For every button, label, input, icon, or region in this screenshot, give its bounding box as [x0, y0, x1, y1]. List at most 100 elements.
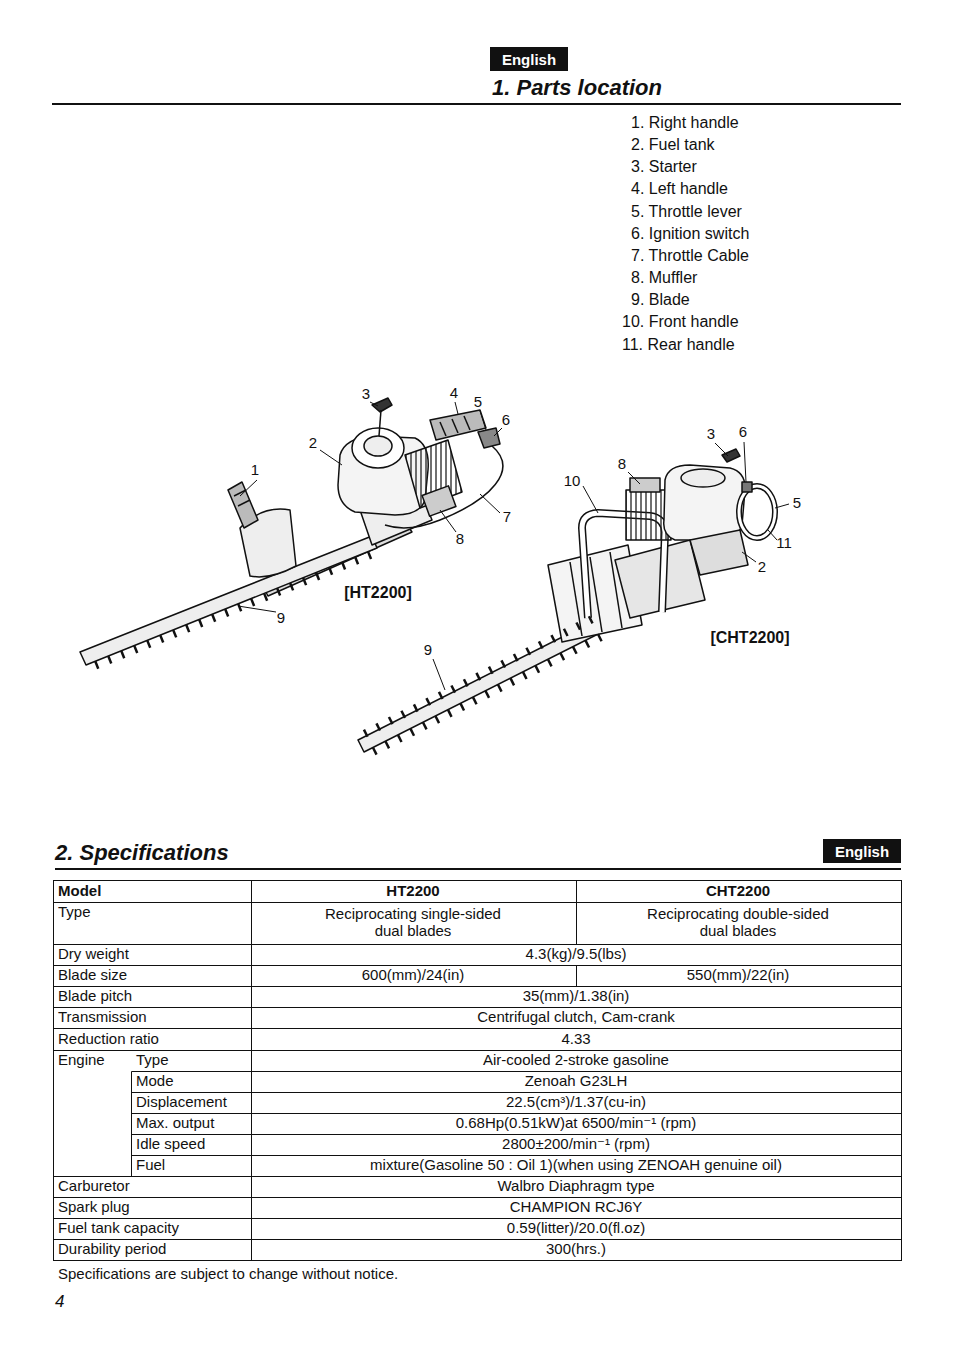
blade-tooth	[548, 659, 552, 666]
callout-number: 3	[362, 385, 370, 402]
blade-tooth	[498, 684, 502, 691]
blade-tooth	[401, 711, 405, 718]
blade-tooth	[560, 653, 564, 660]
blade-tooth	[598, 634, 602, 641]
table-cell: Fuel tank capacity	[58, 1219, 179, 1236]
table-cell: Fuel	[136, 1156, 165, 1173]
table-cell: 0.59(litter)/20.0(fl.oz)	[507, 1219, 645, 1236]
blade-tooth	[539, 641, 543, 648]
blade-tooth	[423, 722, 427, 729]
rule	[52, 103, 901, 105]
blade-tooth	[535, 666, 539, 673]
blade-tooth	[134, 646, 137, 653]
part-list-item: 1. Right handle	[631, 114, 739, 132]
blade-tooth	[303, 578, 306, 585]
blade-tooth	[376, 723, 380, 730]
callout-number: 2	[309, 434, 317, 451]
blade-tooth	[121, 651, 124, 658]
table-cell: Reciprocating single-sided dual blades	[318, 905, 508, 940]
table-cell: 550(mm)/22(in)	[687, 966, 790, 983]
blade-tooth	[329, 567, 332, 574]
cht2200-drawing	[358, 449, 775, 752]
table-cell: 35(mm)/1.38(in)	[523, 987, 630, 1004]
blade-tooth	[551, 635, 555, 642]
callout-number: 1	[251, 461, 259, 478]
tag-text: English	[502, 51, 556, 68]
callout-number: 4	[450, 384, 458, 401]
language-tag: English	[490, 47, 568, 71]
blade-tooth	[373, 747, 377, 754]
blade-tooth	[355, 557, 358, 564]
part-list-item: 5. Throttle lever	[631, 203, 742, 221]
table-cell: Air-cooled 2-stroke gasoline	[483, 1051, 669, 1068]
blade-tooth	[501, 660, 505, 667]
callout-number: 10	[564, 472, 581, 489]
blade-tooth	[364, 730, 368, 737]
blade-tooth	[573, 647, 577, 654]
table-cell: Engine	[58, 1051, 105, 1068]
model-label: [CHT2200]	[710, 629, 789, 647]
ht2200-drawing	[80, 398, 503, 665]
callout-number: 3	[707, 425, 715, 442]
blade-tooth	[264, 593, 267, 600]
blade-tooth	[95, 661, 98, 668]
table-cell: Displacement	[136, 1093, 227, 1110]
table-cell: Mode	[136, 1072, 174, 1089]
table-cell: CHT2200	[706, 882, 770, 899]
blade-tooth	[460, 703, 464, 710]
blade-tooth	[251, 599, 254, 606]
blade-tooth	[108, 656, 111, 663]
table-cell: Spark plug	[58, 1198, 130, 1215]
table-cell: Reciprocating double-sided dual blades	[643, 905, 833, 940]
table-cell: Type	[136, 1051, 169, 1068]
blade-tooth	[464, 679, 468, 686]
blade-tooth	[510, 678, 514, 685]
blade-tooth	[564, 629, 568, 636]
blade-tooth	[526, 648, 530, 655]
table-cell: Zenoah G23LH	[525, 1072, 628, 1089]
blade-tooth	[514, 654, 518, 661]
table-cell: Centrifugal clutch, Cam-crank	[477, 1008, 675, 1025]
table-cell: 4.3(kg)/9.5(lbs)	[526, 945, 627, 962]
callout-number: 8	[618, 455, 626, 472]
table-cell: Type	[58, 903, 91, 920]
language-tag: English	[823, 839, 901, 863]
blade-tooth	[160, 635, 163, 642]
model-label: [HT2200]	[344, 584, 412, 602]
callout-number: 6	[739, 423, 747, 440]
blade-tooth	[385, 741, 389, 748]
part-list-item: 9. Blade	[631, 291, 690, 309]
part-list-item: 10. Front handle	[622, 313, 739, 331]
callout-number: 2	[758, 558, 766, 575]
blade-tooth	[225, 609, 228, 616]
table-cell: Model	[58, 882, 101, 899]
part-list-item: 3. Starter	[631, 158, 697, 176]
blade-tooth	[585, 640, 589, 647]
table-cell: Dry weight	[58, 945, 129, 962]
table-cell: Reduction ratio	[58, 1030, 159, 1047]
blade-tooth	[212, 614, 215, 621]
blade-tooth	[489, 667, 493, 674]
table-grid	[54, 881, 902, 1261]
table-cell: HT2200	[386, 882, 439, 899]
callout-number: 9	[277, 609, 285, 626]
table-cell: 600(mm)/24(in)	[362, 966, 465, 983]
callout-number: 7	[503, 508, 511, 525]
leader-lines	[238, 402, 789, 690]
table-cell: Durability period	[58, 1240, 166, 1257]
blade-tooth	[316, 572, 319, 579]
table-cell: Blade pitch	[58, 987, 132, 1004]
cht-blade-teeth	[364, 616, 602, 754]
table-cell: 300(hrs.)	[546, 1240, 606, 1257]
page-number: 4	[55, 1292, 64, 1312]
blade-tooth	[410, 729, 414, 736]
part-list-item: 8. Muffler	[631, 269, 697, 287]
blade-tooth	[414, 704, 418, 711]
blade-tooth	[576, 623, 580, 630]
blade-tooth	[476, 673, 480, 680]
part-list-item: 11. Rear handle	[622, 336, 735, 354]
callout-number: 5	[474, 393, 482, 410]
section-heading: 1. Parts location	[492, 75, 662, 100]
table-cell: Blade size	[58, 966, 127, 983]
table-cell: Walbro Diaphragm type	[497, 1177, 654, 1194]
